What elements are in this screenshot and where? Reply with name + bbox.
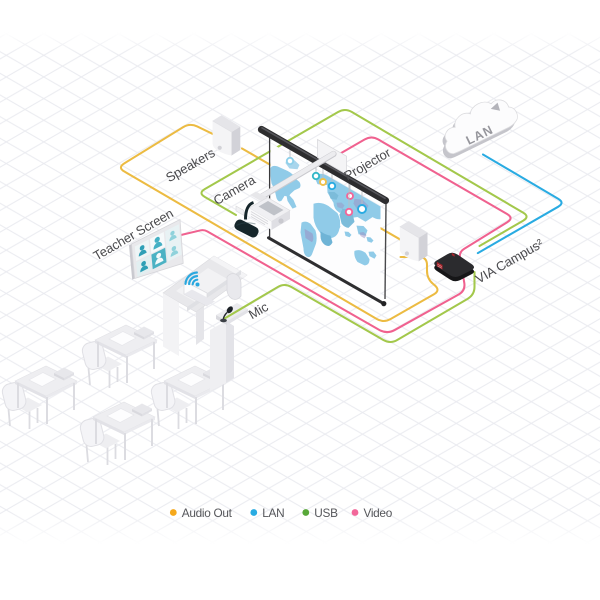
svg-text:LAN: LAN [262, 506, 284, 520]
svg-text:Audio Out: Audio Out [182, 506, 233, 520]
svg-text:Video: Video [364, 506, 393, 520]
svg-text:USB: USB [314, 506, 338, 520]
